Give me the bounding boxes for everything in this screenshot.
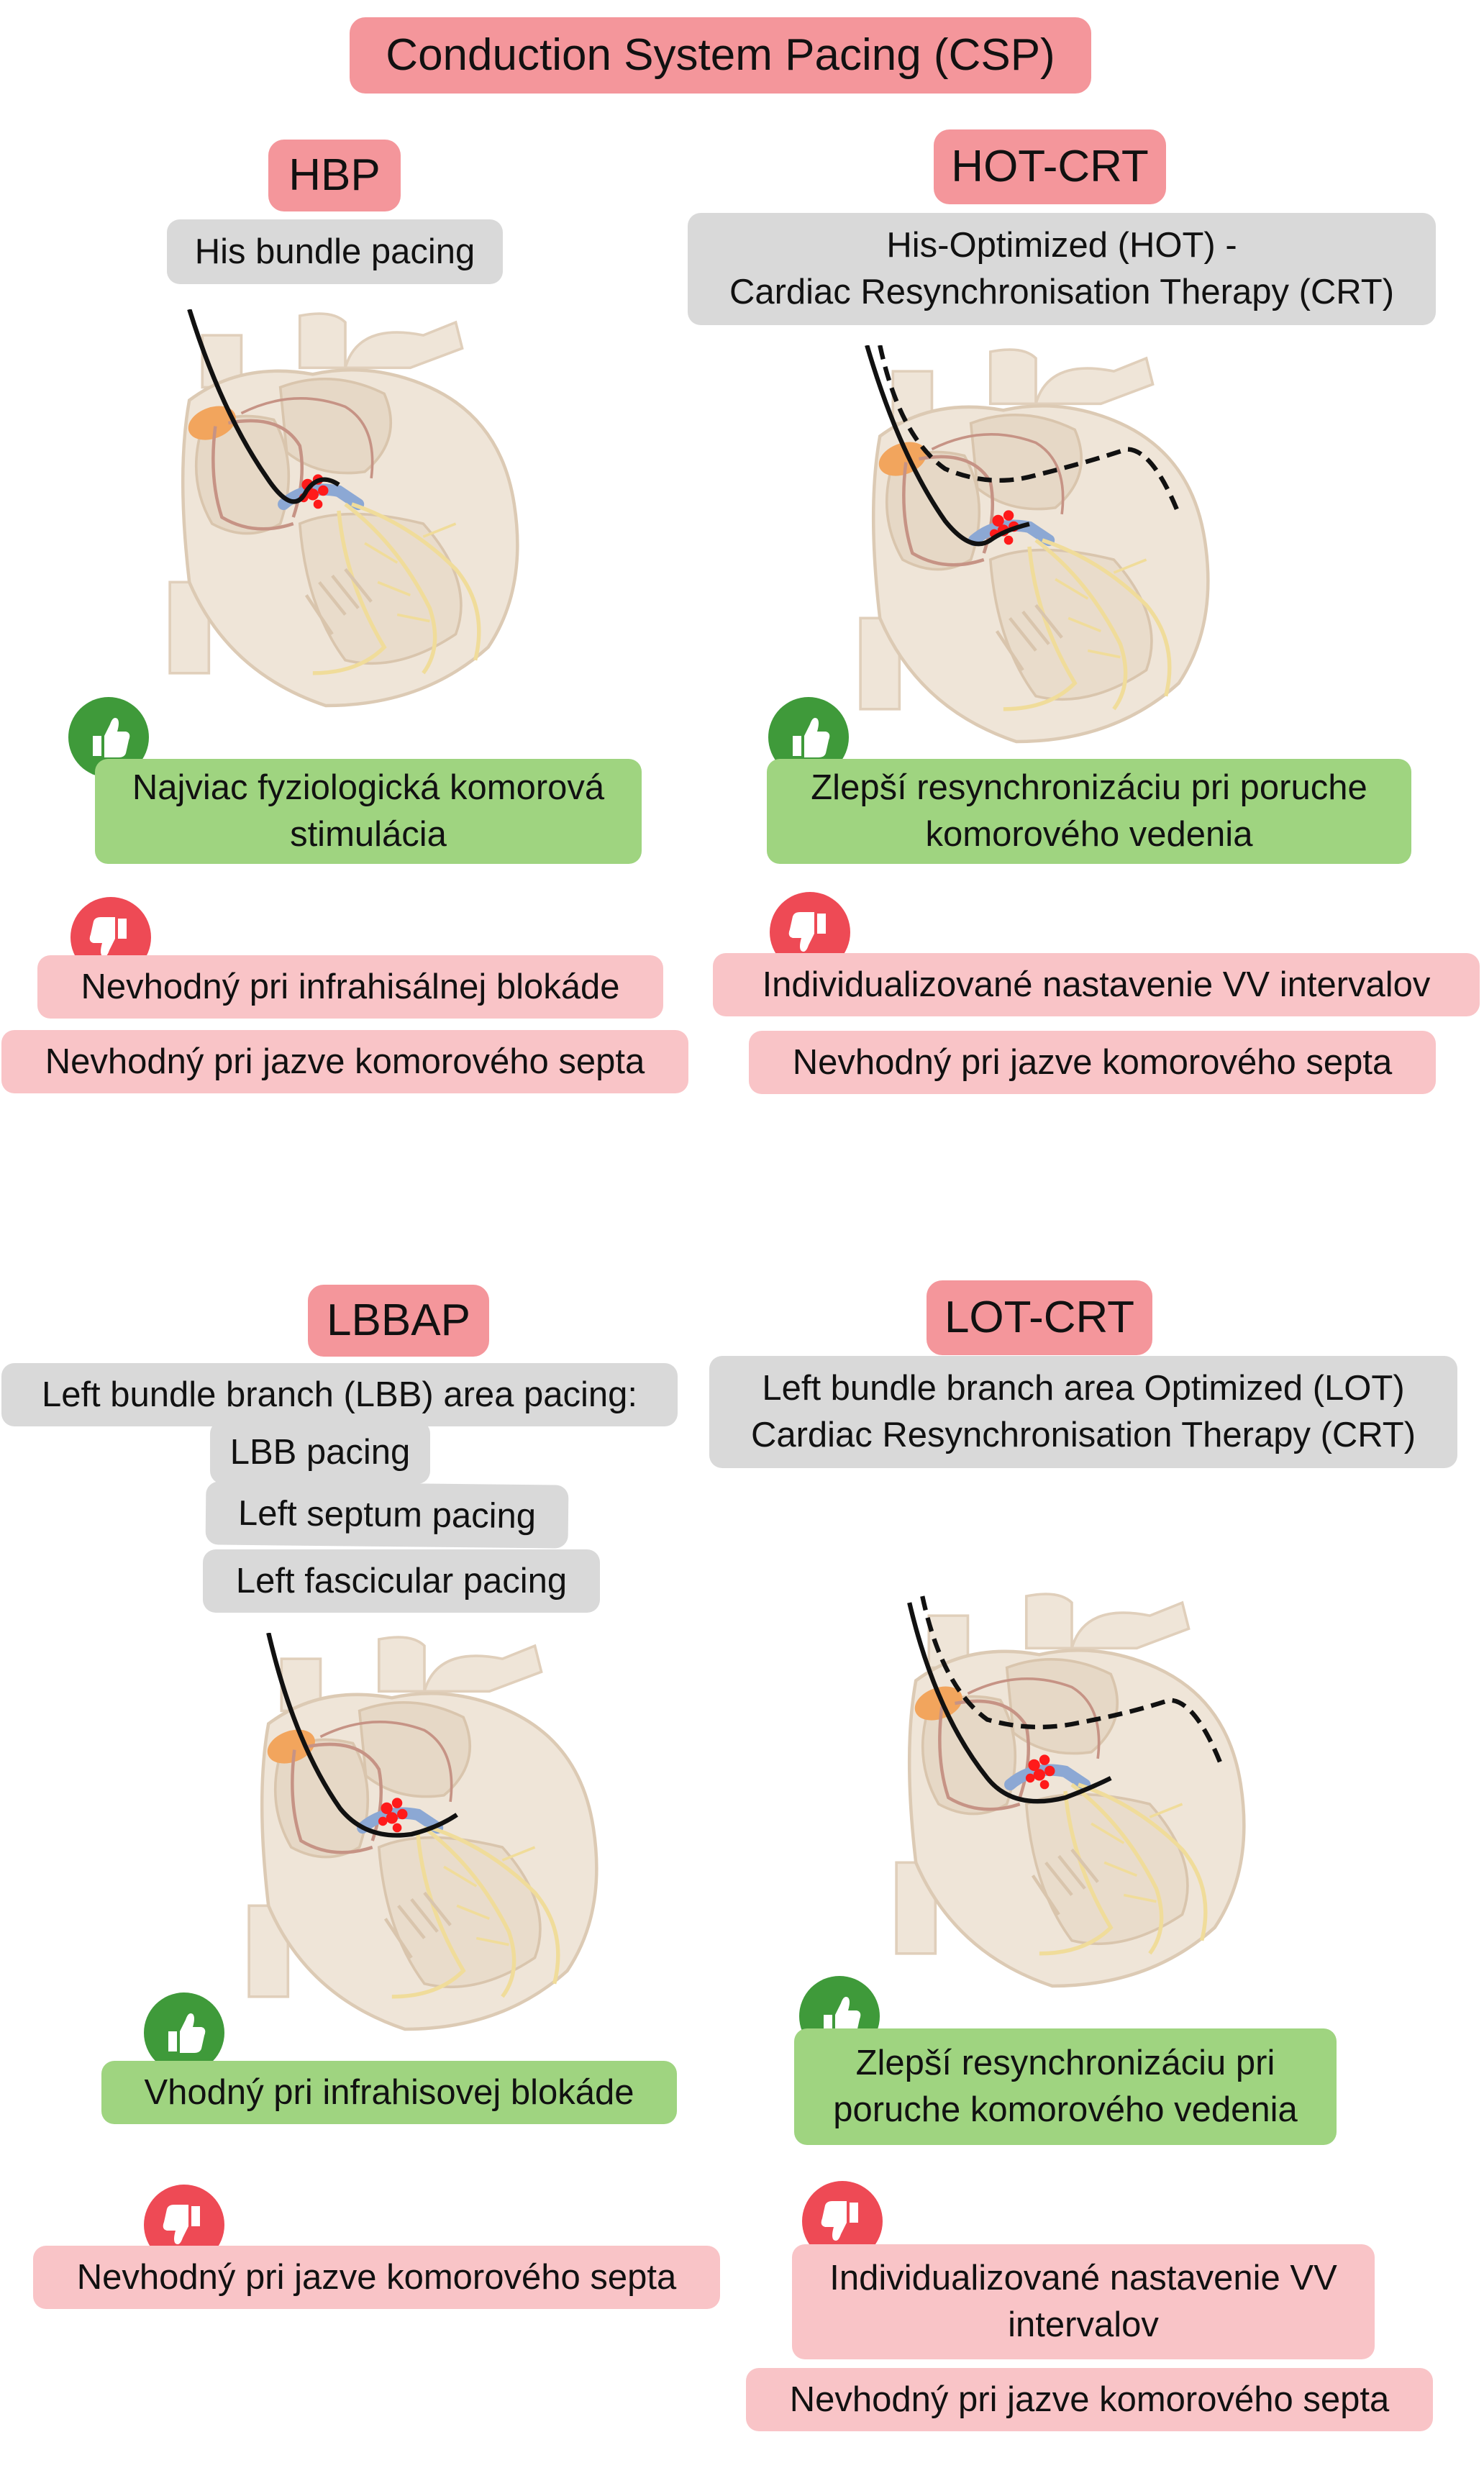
- lbbap-pro: Vhodný pri infrahisovej blokáde: [101, 2061, 677, 2124]
- hbp-description: His bundle pacing: [167, 219, 503, 284]
- lotcrt-heart-diagram: [863, 1590, 1280, 1992]
- hotcrt-description: His-Optimized (HOT) - Cardiac Resynchron…: [688, 213, 1436, 325]
- hbp-thumbs-up-icon: [68, 697, 149, 778]
- lbbap-thumbs-down-icon: [144, 2185, 224, 2265]
- lotcrt-description: Left bundle branch area Optimized (LOT) …: [709, 1356, 1457, 1468]
- hotcrt-lv-lead: [878, 345, 1181, 516]
- lotcrt-lbb-lead: [907, 1602, 1112, 1804]
- lotcrt-con-2: Nevhodný pri jazve komorového septa: [746, 2368, 1433, 2431]
- hotcrt-pro: Zlepší resynchronizáciu pri poruche komo…: [767, 759, 1411, 864]
- lbbap-title: LBBAP: [308, 1285, 489, 1357]
- hotcrt-his-lead: [865, 345, 1030, 547]
- lbbap-option-left-septum: Left septum pacing: [205, 1481, 569, 1549]
- hotcrt-thumbs-down-icon: [770, 892, 850, 973]
- hotcrt-title: HOT-CRT: [934, 129, 1166, 204]
- lotcrt-pro: Zlepší resynchronizáciu pri poruche komo…: [794, 2028, 1337, 2145]
- lbbap-con-1: Nevhodný pri jazve komorového septa: [33, 2246, 720, 2309]
- lotcrt-title: LOT-CRT: [927, 1280, 1152, 1355]
- lbbap-description: Left bundle branch (LBB) area pacing:: [1, 1363, 678, 1426]
- hotcrt-heart-diagram: [827, 345, 1244, 748]
- hotcrt-con-1: Individualizované nastavenie VV interval…: [713, 953, 1480, 1016]
- page-title: Conduction System Pacing (CSP): [350, 17, 1091, 94]
- hbp-con-1: Nevhodný pri infrahisálnej blokáde: [37, 955, 663, 1019]
- lbbap-option-left-fascicular: Left fascicular pacing: [203, 1549, 600, 1613]
- lbbap-option-lbb: LBB pacing: [210, 1421, 430, 1484]
- hotcrt-con-2: Nevhodný pri jazve komorového septa: [749, 1031, 1436, 1094]
- lbbap-pacing-lead: [266, 1633, 458, 1838]
- hbp-title: HBP: [268, 140, 401, 211]
- lotcrt-con-1: Individualizované nastavenie VV interval…: [792, 2244, 1375, 2359]
- lotcrt-lv-lead: [920, 1595, 1224, 1767]
- hbp-pacing-lead: [187, 309, 340, 504]
- lbbap-thumbs-up-icon: [144, 1992, 224, 2073]
- hbp-pro: Najviac fyziologická komorová stimulácia: [95, 759, 642, 864]
- hbp-heart-diagram: [137, 309, 554, 712]
- hbp-con-2: Nevhodný pri jazve komorového septa: [1, 1030, 688, 1093]
- lbbap-heart-diagram: [216, 1633, 633, 2036]
- hotcrt-thumbs-up-icon: [768, 697, 849, 778]
- lotcrt-thumbs-down-icon: [802, 2181, 883, 2262]
